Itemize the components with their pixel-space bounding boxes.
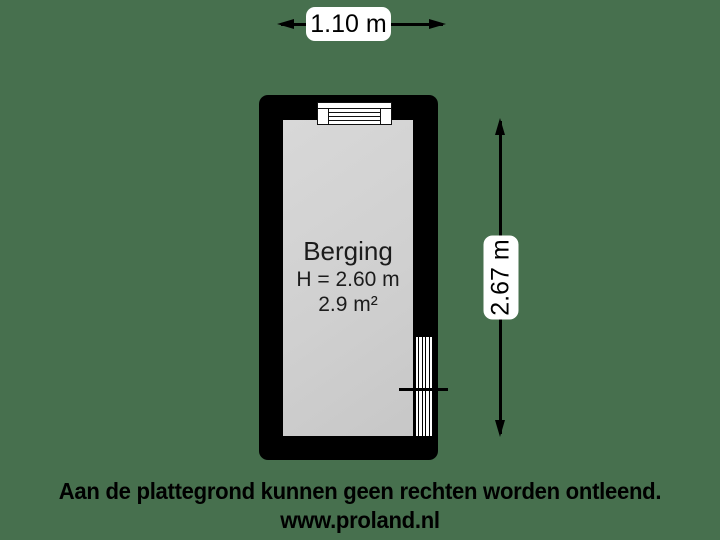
room-area: 2.9 m² — [318, 293, 378, 316]
arrow-left-icon — [277, 19, 294, 29]
door-threshold-line — [399, 388, 448, 391]
room-ceiling-height: H = 2.60 m — [296, 268, 400, 291]
window-end-cap — [318, 109, 329, 124]
height-dimension-label: 2.67 m — [483, 235, 519, 320]
window-icon — [317, 102, 392, 125]
window-glazing-lines — [329, 109, 380, 124]
window-frame-top — [318, 103, 391, 109]
room-label: Berging H = 2.60 m 2.9 m² — [283, 236, 413, 317]
website-text: www.proland.nl — [280, 507, 440, 533]
room-name: Berging — [303, 236, 393, 266]
width-dimension-label: 1.10 m — [306, 7, 391, 41]
arrow-right-icon — [429, 19, 446, 29]
window-end-cap — [380, 109, 391, 124]
door-icon — [415, 336, 433, 437]
footer: Aan de plattegrond kunnen geen rechten w… — [14, 477, 705, 535]
room-berging: Berging H = 2.60 m 2.9 m² — [283, 120, 413, 436]
arrow-up-icon — [495, 118, 505, 135]
disclaimer-text: Aan de plattegrond kunnen geen rechten w… — [58, 478, 662, 504]
arrow-down-icon — [495, 420, 505, 437]
window-panes — [318, 109, 391, 124]
